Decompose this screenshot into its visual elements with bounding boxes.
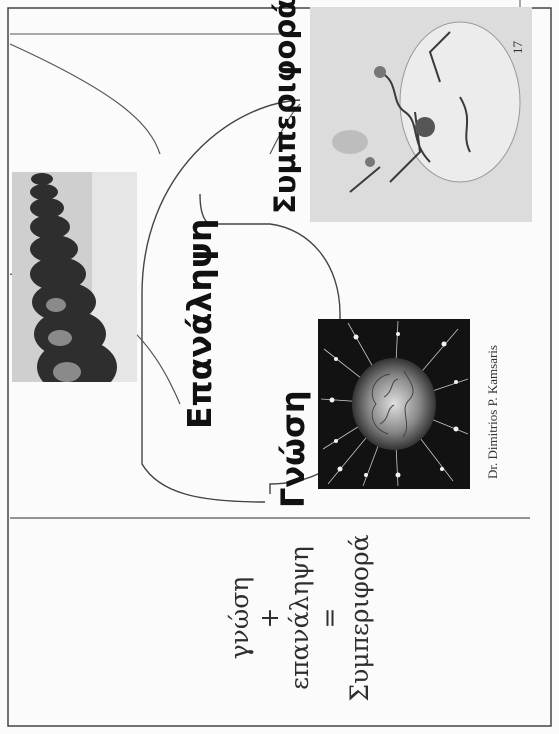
footer-page-number: 17 (510, 41, 526, 54)
label-repetition: Επανάληψη (180, 218, 219, 429)
formula-block: γνώση + επανάληψη = Συμπεριφορά (225, 528, 375, 708)
formula-plus: + (255, 528, 285, 708)
formula-knowledge: γνώση (225, 528, 255, 708)
formula-equals: = (315, 528, 345, 708)
diagram-line-top (10, 44, 160, 154)
label-knowledge: Γνώση (274, 390, 312, 508)
formula-repetition: επανάληψη (285, 528, 315, 708)
toddler-drawing-image (310, 7, 532, 222)
footer-author: Dr. Dimitrios P. Kamsaris (485, 345, 501, 479)
dominoes-image (12, 172, 137, 382)
formula-behavior: Συμπεριφορά (345, 528, 375, 708)
brain-network-image (318, 319, 470, 489)
label-behavior: Συμπεριφορά (268, 0, 302, 214)
